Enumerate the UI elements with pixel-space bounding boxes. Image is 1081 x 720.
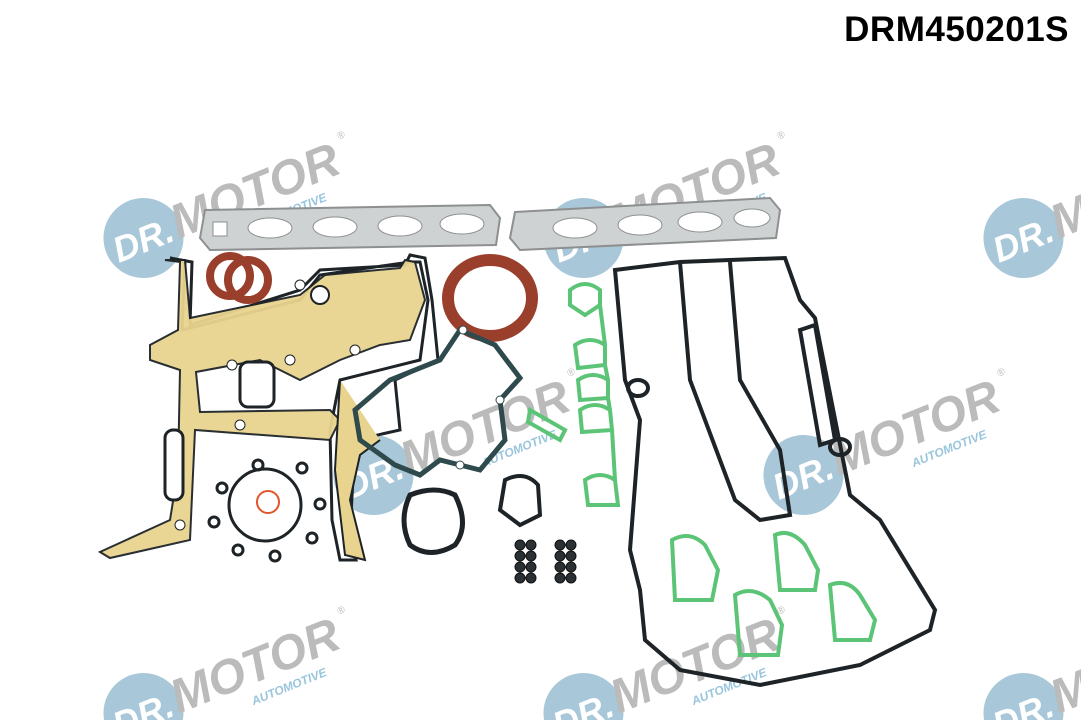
valve-stem-seal (554, 561, 566, 573)
valve-cover-gasket (612, 255, 938, 688)
watermark-registered-mark: ® (776, 604, 788, 617)
valve-stem-seal (525, 572, 537, 584)
valve-stem-seal (525, 539, 537, 551)
thermostat-gaskets (401, 474, 543, 555)
crankshaft-seals (206, 252, 538, 342)
watermark-registered-mark: ® (336, 129, 348, 142)
valve-stem-seal (514, 550, 526, 562)
exhaust-manifold-gasket-left (198, 203, 502, 252)
watermark-registered-mark: ® (996, 366, 1008, 379)
valve-stem-seal (525, 550, 537, 562)
watermark-circle (763, 435, 844, 516)
valve-stem-seal (565, 572, 577, 584)
valve-stem-seal (554, 572, 566, 584)
o-ring-set (207, 458, 327, 563)
water-pump-gasket (352, 325, 524, 478)
valve-stem-seal (514, 539, 526, 551)
intake-manifold-gasket (525, 282, 621, 507)
valve-stem-seal (525, 561, 537, 573)
watermark-registered-mark: ® (566, 366, 578, 379)
valve-stem-seal (565, 561, 577, 573)
valve-stem-seals (514, 539, 577, 584)
watermark-circle (103, 198, 184, 279)
timing-cover-gasket (97, 253, 440, 562)
watermark-circle (103, 673, 184, 720)
watermark-circle (543, 673, 624, 720)
valve-stem-seal (514, 561, 526, 573)
valve-stem-seal (514, 572, 526, 584)
part-number-label: DRM450201S (844, 10, 1069, 49)
valve-stem-seal (554, 550, 566, 562)
watermark-registered-mark: ® (336, 604, 348, 617)
watermark-circle (983, 198, 1064, 279)
valve-stem-seal (565, 539, 577, 551)
valve-stem-seal (554, 539, 566, 551)
intake-port-gaskets (669, 531, 878, 657)
watermark-registered-mark: ® (776, 129, 788, 142)
watermark-circle (983, 673, 1064, 720)
exhaust-manifold-gasket-right (508, 196, 782, 252)
valve-stem-seal (565, 550, 577, 562)
